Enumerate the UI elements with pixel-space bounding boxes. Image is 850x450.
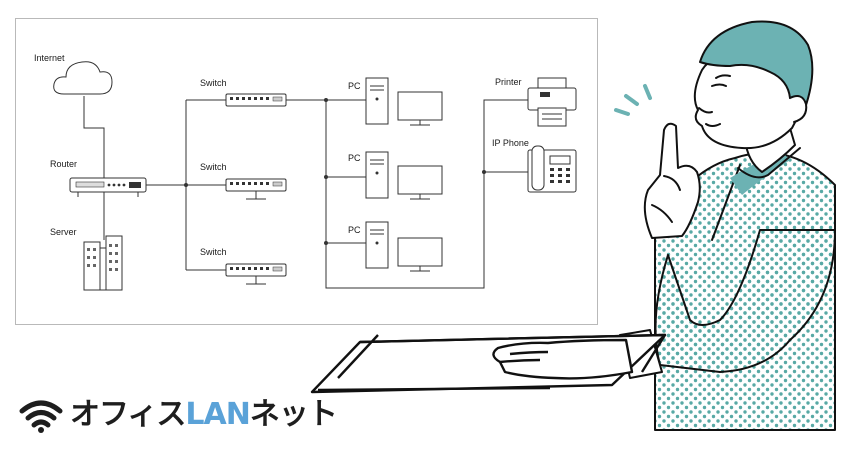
person-illustration <box>614 20 836 431</box>
pc-label-3: PC <box>348 225 361 235</box>
wifi-icon <box>19 400 63 433</box>
cloud-icon <box>53 61 113 95</box>
printer-icon <box>527 77 577 127</box>
logo-text-net: ネット <box>249 397 338 432</box>
pc-icon-3 <box>365 221 443 272</box>
network-diagram: Internet Router Serv <box>34 53 577 291</box>
switch-icon-1 <box>225 93 287 107</box>
switch-label-1: Switch <box>200 78 227 88</box>
switch-label-3: Switch <box>200 247 227 257</box>
ip-phone-label: IP Phone <box>492 138 529 148</box>
server-icon <box>83 235 123 291</box>
junction-dots <box>184 98 486 245</box>
logo-text-lan: LAN <box>185 397 250 432</box>
switch-icon-3 <box>225 263 287 285</box>
desk-tablet <box>310 333 667 394</box>
switch-label-2: Switch <box>200 162 227 172</box>
pc-label-2: PC <box>348 153 361 163</box>
tablet-hand <box>492 338 634 380</box>
connection-lines <box>83 96 528 289</box>
switch-icon-2 <box>225 178 287 200</box>
pc-icon-1 <box>365 77 443 126</box>
logo-wordmark: オフィスLANネット <box>70 395 338 435</box>
ip-phone-icon <box>527 145 577 193</box>
brand-logo: オフィスLANネット <box>18 395 378 435</box>
server-label: Server <box>50 227 77 237</box>
pc-icon-2 <box>365 151 443 200</box>
router-label: Router <box>50 159 77 169</box>
internet-label: Internet <box>34 53 65 63</box>
printer-label: Printer <box>495 77 522 87</box>
logo-text-office: オフィス <box>70 397 186 432</box>
pc-label-1: PC <box>348 81 361 91</box>
router-icon <box>69 177 147 197</box>
